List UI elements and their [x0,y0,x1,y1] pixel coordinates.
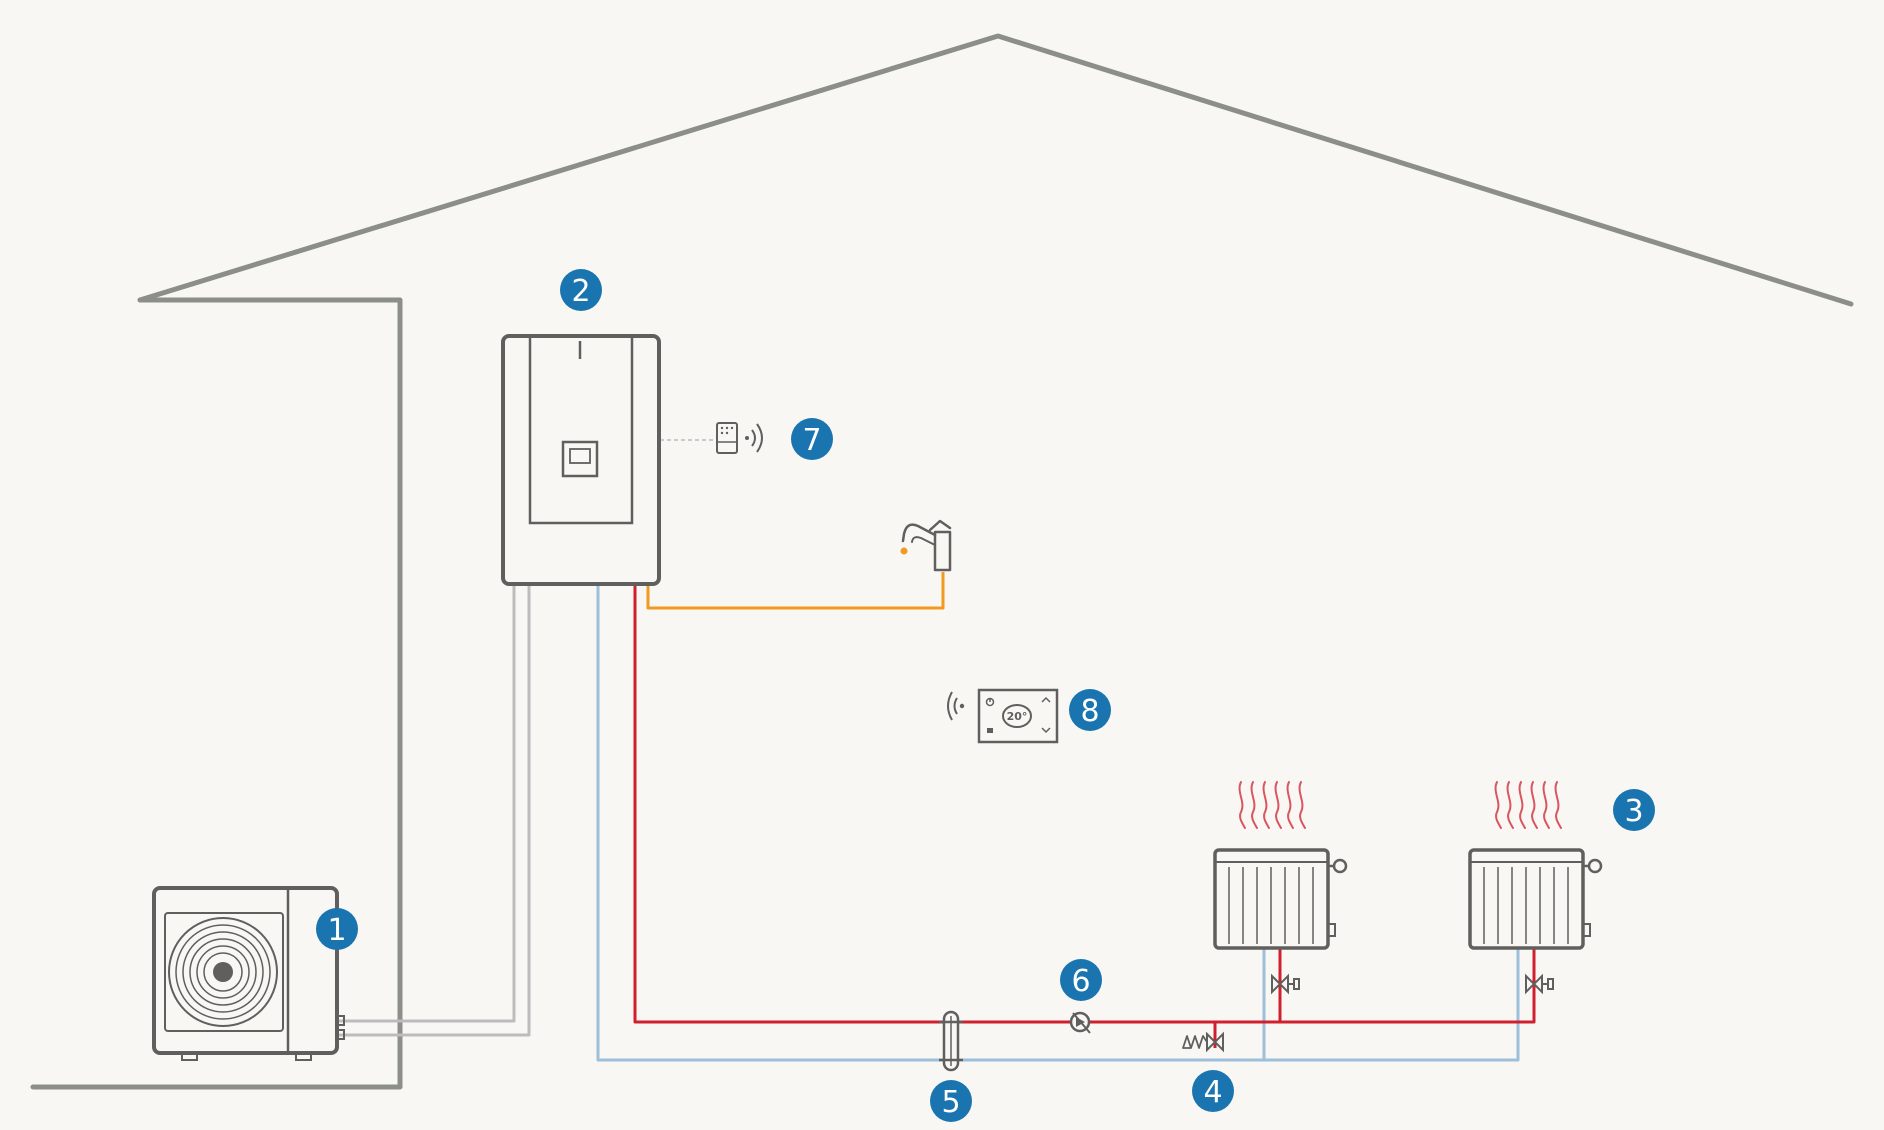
badge-6-label: 6 [1071,964,1090,999]
badge-7-label: 7 [802,423,821,458]
bypass-valve-icon [1182,1031,1224,1053]
badge-7: 7 [791,418,833,460]
circulation-pump-icon [1069,1011,1091,1034]
outdoor-heat-pump-unit-icon [152,886,345,1061]
heat-waves-radiator-2 [1494,781,1562,829]
roof-line [137,33,1854,307]
badge-8: 8 [1069,689,1111,731]
refrigerant-pipes [338,585,531,1037]
return-pipes [596,585,1520,1062]
badge-4: 4 [1192,1070,1234,1112]
heat-waves-radiator-1 [1238,781,1306,829]
radiator-icon [1213,848,1348,950]
badge-3-label: 3 [1624,794,1643,829]
hot-water-pipe [646,572,945,610]
flow-pipe-main [633,585,1536,1024]
badge-1-label: 1 [327,913,346,948]
refrigerant-pipe-inner [338,585,516,1023]
refrigerant-pipe-outer [338,585,531,1037]
badge-6: 6 [1060,959,1102,1001]
magnetic-filter-icon [939,1010,963,1072]
thermostat-display: 20° [1007,710,1028,723]
room-thermostat-icon: 20° [947,688,1059,744]
badge-5: 5 [930,1080,972,1122]
badge-2-label: 2 [571,274,590,309]
hot-water-tap-icon [900,519,952,572]
badge-1: 1 [316,908,358,950]
wifi-gateway-icon [716,422,763,454]
badge-2: 2 [560,269,602,311]
return-pipe-main [596,585,1520,1062]
radiator-icon [1468,848,1603,950]
badge-3: 3 [1613,789,1655,831]
badge-8-label: 8 [1080,694,1099,729]
radiator-valve-1 [1271,973,1300,995]
badge-5-label: 5 [941,1085,960,1120]
exterior-wall [30,297,403,1090]
badge-4-label: 4 [1203,1075,1222,1110]
house-outline [30,33,1854,1090]
indoor-hydraulic-unit-icon [501,334,661,586]
radiator-valve-2 [1525,973,1554,995]
